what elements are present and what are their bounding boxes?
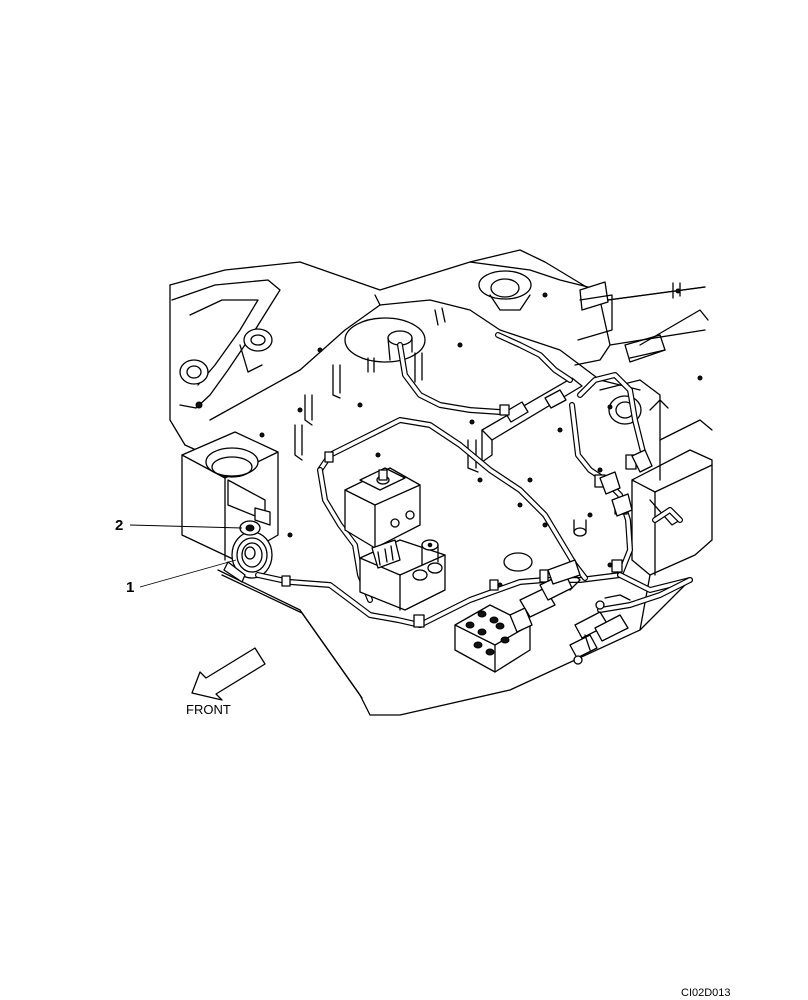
callout-1: 1	[126, 559, 237, 596]
horn-bracket	[181, 431, 279, 561]
callout-2: 2	[115, 517, 243, 534]
callout-1-label: 1	[126, 579, 134, 596]
solenoid-valve	[344, 467, 446, 611]
front-label: FRONT	[186, 702, 231, 717]
horn	[223, 531, 273, 583]
front-direction-indicator: FRONT	[186, 647, 266, 717]
callout-2-label: 2	[115, 517, 123, 534]
chassis-frame	[169, 249, 713, 716]
drawing-code: CI02D013	[681, 987, 731, 999]
hose-posts	[294, 282, 681, 473]
manifold-block	[454, 604, 533, 673]
wiring-harness	[255, 332, 693, 628]
harness-connectors	[519, 559, 631, 665]
horn-mounting-nut	[239, 520, 261, 536]
front-arrow-icon	[191, 647, 266, 701]
rear-connectors	[599, 399, 669, 517]
swing-bracket	[481, 377, 583, 463]
